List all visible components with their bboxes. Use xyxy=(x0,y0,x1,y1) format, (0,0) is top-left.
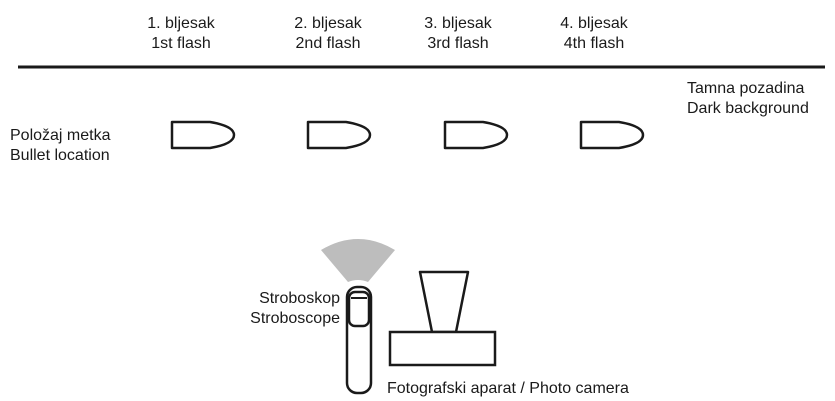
bullet-location-label-en: Bullet location xyxy=(10,147,110,164)
background-label-hr: Tamna pozadina xyxy=(687,80,805,97)
flash-label-2-hr: 2. bljesak xyxy=(294,15,362,32)
flash-label-4: 4. bljesak 4th flash xyxy=(554,14,634,54)
background-label-en: Dark background xyxy=(687,100,809,117)
stroboscope-head xyxy=(347,290,371,328)
flash-label-4-en: 4th flash xyxy=(563,35,625,52)
bullet-location-label: Položaj metka Bullet location xyxy=(10,126,111,166)
stroboscope-label: Stroboskop Stroboscope xyxy=(222,289,340,329)
stroboscope-label-hr: Stroboskop xyxy=(259,290,340,307)
flash-label-3: 3. bljesak 3rd flash xyxy=(418,14,498,54)
stroboscope-label-en: Stroboscope xyxy=(250,310,340,327)
flash-label-1-hr: 1. bljesak xyxy=(147,15,215,32)
bullet-shape-1 xyxy=(170,120,236,150)
flash-label-3-en: 3rd flash xyxy=(427,35,489,52)
strobe-light-beam xyxy=(321,239,395,282)
bullet-shape-2 xyxy=(306,120,372,150)
bullet-shape-3 xyxy=(443,120,509,150)
background-label: Tamna pozadina Dark background xyxy=(687,79,809,119)
camera-lens xyxy=(418,270,470,334)
flash-label-4-hr: 4. bljesak xyxy=(560,15,628,32)
bullet-location-label-hr: Položaj metka xyxy=(10,127,111,144)
camera-body xyxy=(388,330,497,367)
bullet-shape-4 xyxy=(579,120,645,150)
flash-label-2-en: 2nd flash xyxy=(295,35,361,52)
flash-label-1-en: 1st flash xyxy=(151,35,211,52)
camera-label: Fotografski aparat / Photo camera xyxy=(387,380,629,397)
flash-label-2: 2. bljesak 2nd flash xyxy=(280,14,376,54)
flash-label-3-hr: 3. bljesak xyxy=(424,15,492,32)
flash-label-1: 1. bljesak 1st flash xyxy=(143,14,219,54)
